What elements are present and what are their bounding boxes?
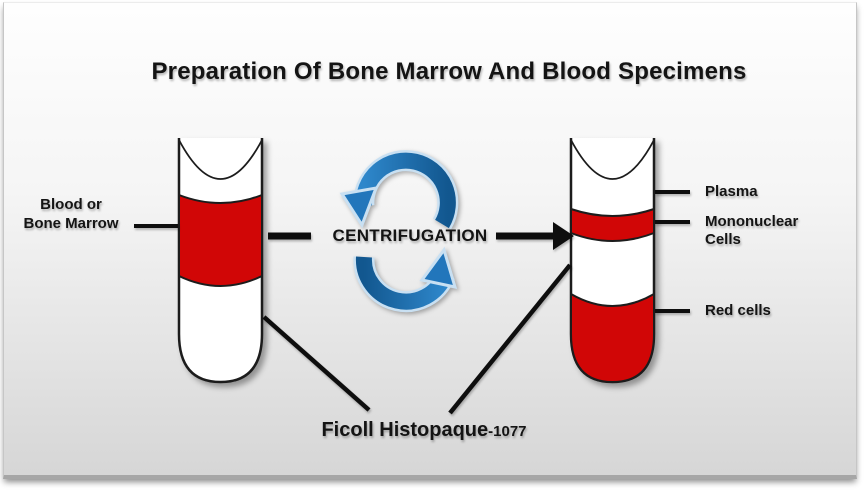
red-cells-layer xyxy=(570,292,655,384)
tube-rim-arc xyxy=(178,139,263,180)
mononuclear-label-line1: Mononuclear xyxy=(705,213,799,230)
blood-label-line2: Bone Marrow xyxy=(23,215,119,232)
left-specimen-tube xyxy=(177,138,264,384)
cycle-arrow-top xyxy=(339,150,459,230)
ficoll-histopaque-label: Ficoll Histopaque-1077 xyxy=(289,419,559,442)
cycle-arrow-bottom xyxy=(353,246,458,313)
mononuclear-band xyxy=(570,207,655,242)
slide-canvas: Preparation Of Bone Marrow And Blood Spe… xyxy=(3,2,857,479)
mononuclear-label-line2: Cells xyxy=(705,231,741,248)
diagram-title: Preparation Of Bone Marrow And Blood Spe… xyxy=(151,58,747,85)
mononuclear-cells-label: Mononuclear Cells xyxy=(705,213,835,249)
right-specimen-tube xyxy=(569,138,656,384)
centrifugation-cycle-icon xyxy=(339,150,459,313)
specimen-red-band xyxy=(178,193,263,287)
ficoll-grade: -1077 xyxy=(488,423,527,440)
blood-or-bone-marrow-label: Blood or Bone Marrow xyxy=(10,195,132,233)
plasma-label: Plasma xyxy=(705,183,758,200)
red-cells-label: Red cells xyxy=(705,302,771,319)
ficoll-pointer-line-left xyxy=(262,315,371,412)
centrifugation-label: CENTRIFUGATION xyxy=(332,226,488,245)
blood-label-line1: Blood or xyxy=(40,196,102,213)
tube-rim-arc xyxy=(570,139,655,180)
ficoll-name: Ficoll Histopaque xyxy=(321,419,489,441)
